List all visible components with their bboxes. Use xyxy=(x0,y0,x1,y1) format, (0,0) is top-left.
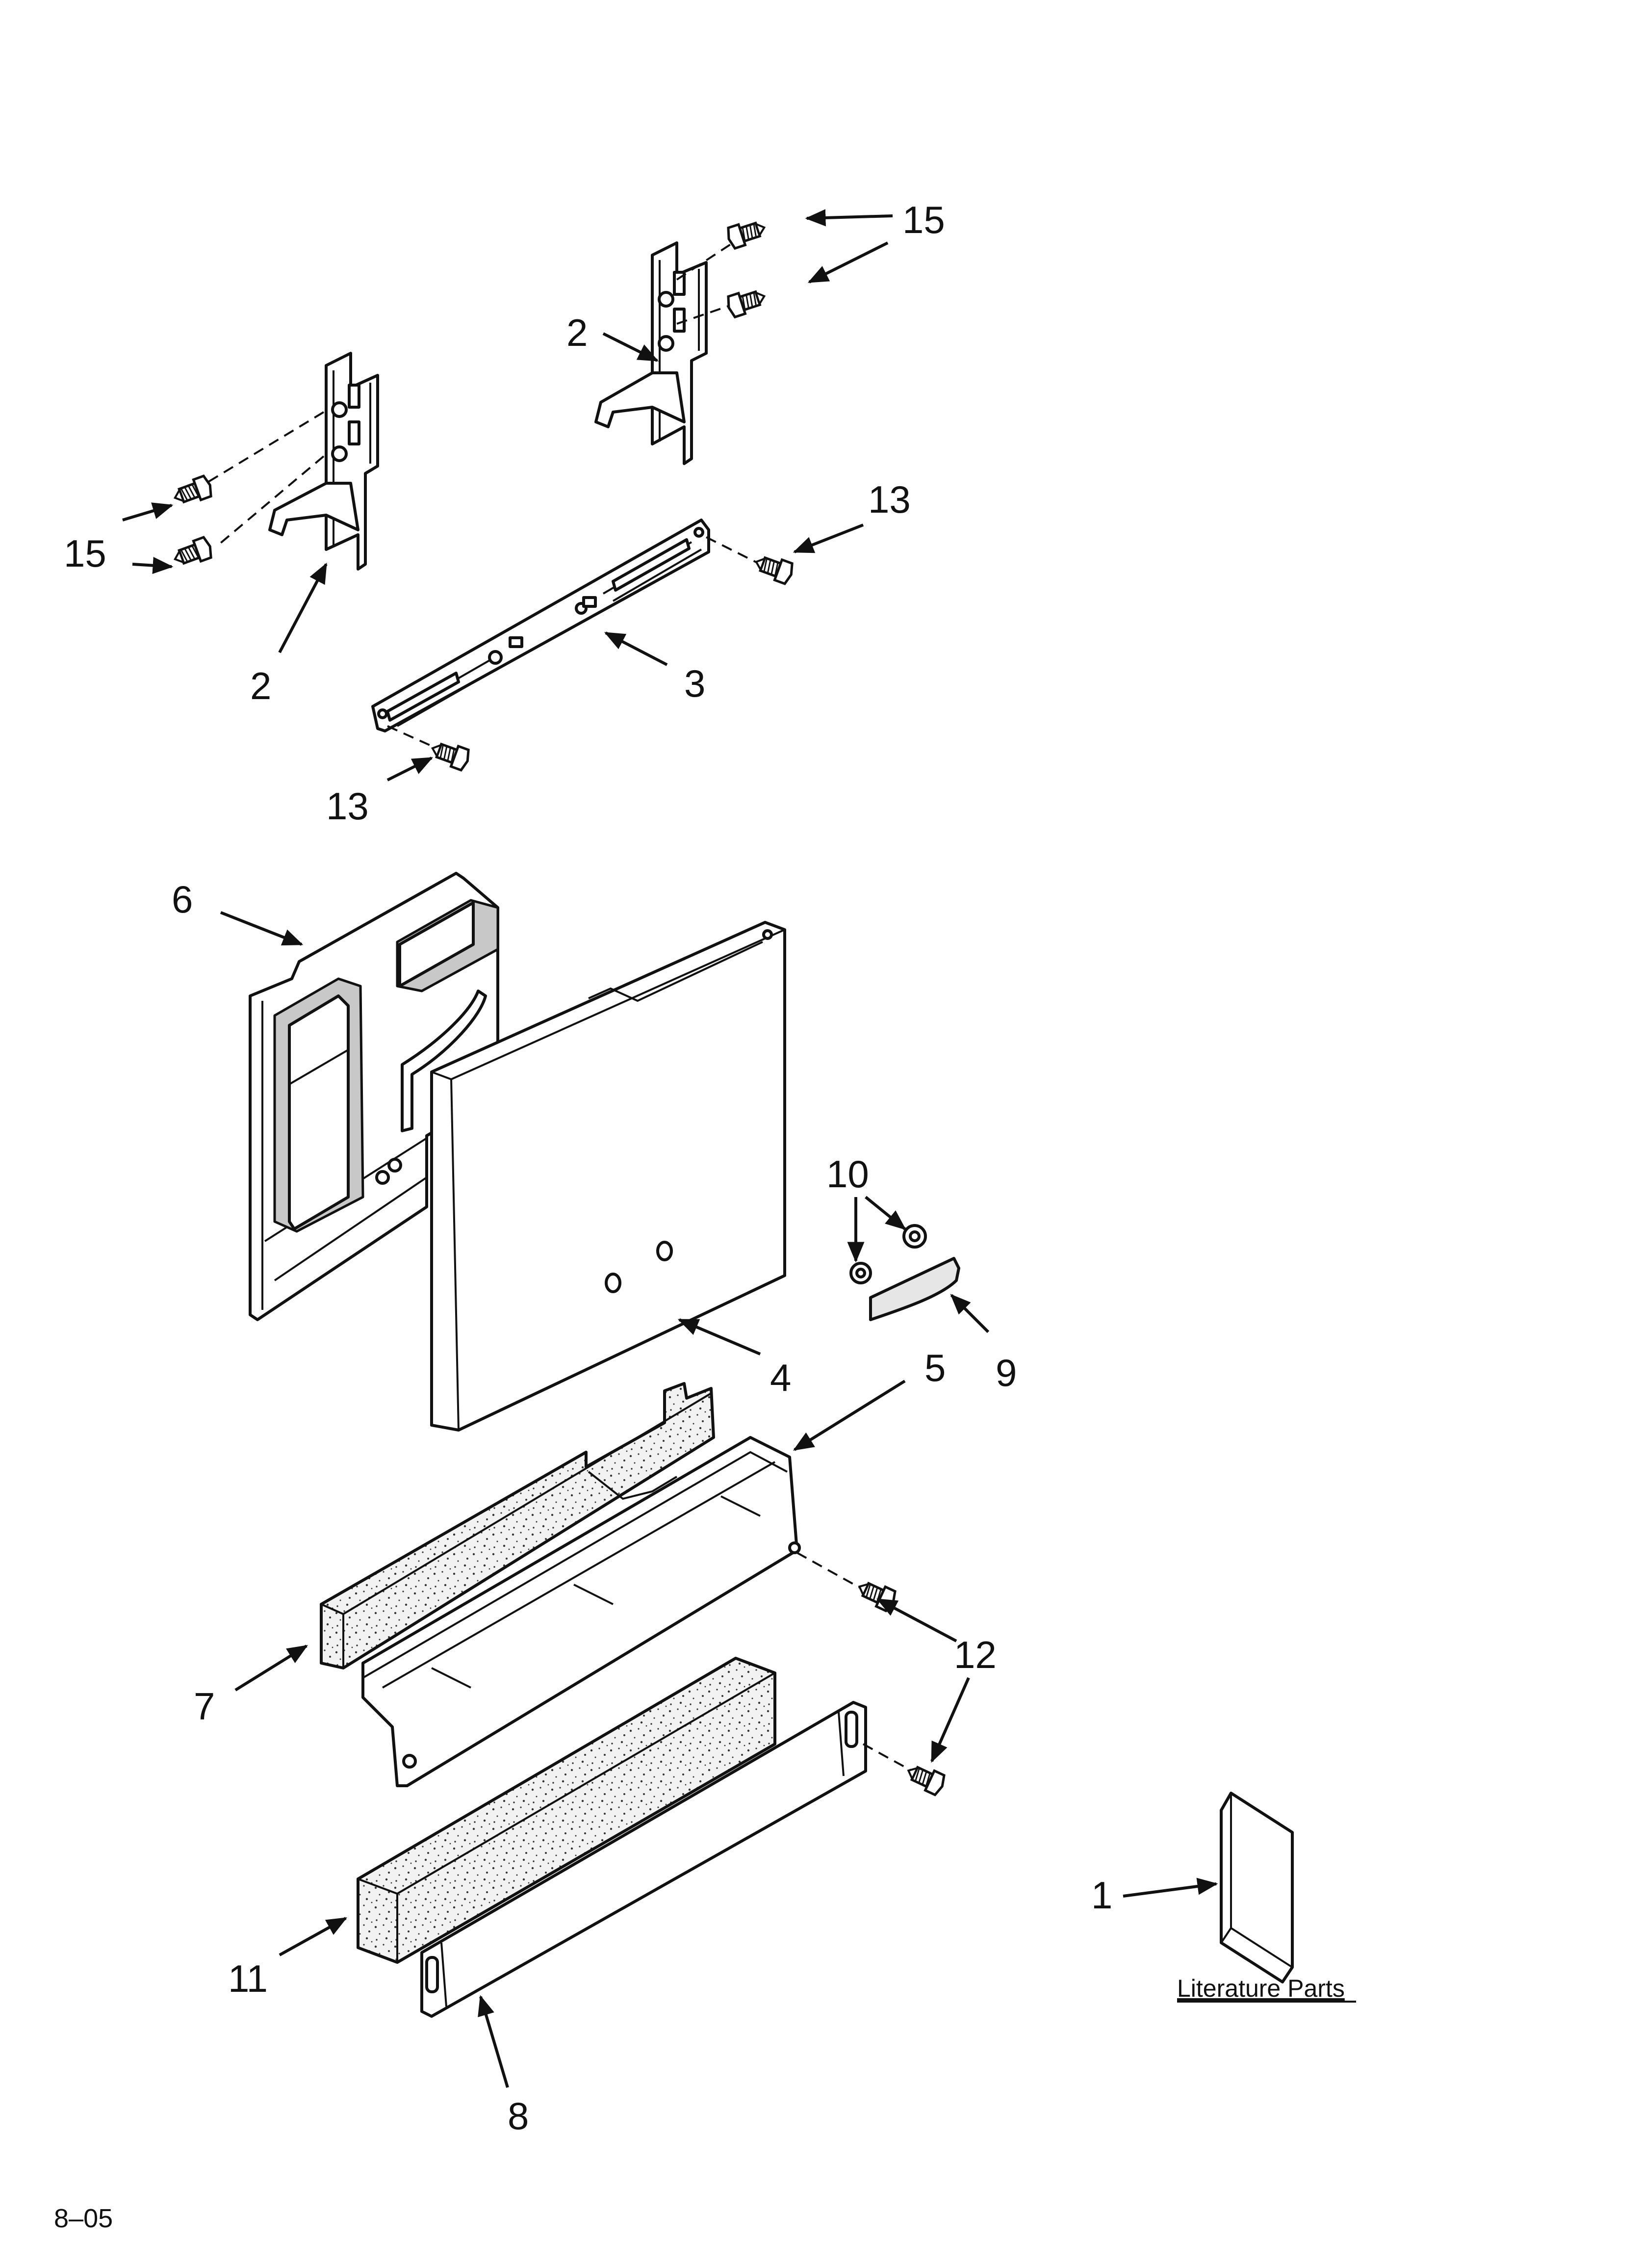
callout-15: 15 xyxy=(64,532,106,575)
screw-icon xyxy=(725,217,768,249)
screw-icon xyxy=(752,552,795,585)
footer-code: 8–05 xyxy=(54,2204,113,2233)
dash-line-rail-right xyxy=(706,536,761,565)
handle-clip xyxy=(869,1257,960,1321)
callout-12: 12 xyxy=(954,1633,997,1676)
screw-icon xyxy=(171,475,213,508)
callout-7: 7 xyxy=(194,1685,215,1728)
callout-4: 4 xyxy=(770,1356,791,1399)
dash-line-rail-left xyxy=(387,725,437,749)
leader-lines xyxy=(122,209,1218,2088)
callout-3: 3 xyxy=(684,662,705,705)
outer-door-panel xyxy=(430,921,786,1432)
screw-icon xyxy=(725,286,768,318)
callout-13: 13 xyxy=(326,784,369,828)
callout-9: 9 xyxy=(996,1351,1017,1394)
inner-door-panel xyxy=(249,872,499,1321)
nut-icon xyxy=(849,1262,872,1284)
insulation-foam-lower xyxy=(357,1657,776,1964)
screw-icon xyxy=(904,1761,947,1796)
dash-line-left xyxy=(205,411,325,548)
lower-support-bracket xyxy=(361,1436,801,1787)
nut-icon xyxy=(902,1224,927,1249)
callout-13: 13 xyxy=(868,478,911,521)
screw-icon xyxy=(171,536,213,569)
insulation-foam-upper xyxy=(320,1382,715,1669)
callout-11: 11 xyxy=(228,1957,268,2000)
literature-parts-label: Literature Parts xyxy=(1177,1975,1345,2002)
dash-line-bracket xyxy=(796,1552,864,1590)
callout-8: 8 xyxy=(508,2094,529,2138)
hinge-bracket-right xyxy=(594,241,708,465)
manual-book-icon xyxy=(1220,1792,1294,1983)
callout-15: 15 xyxy=(902,198,945,241)
callout-10: 10 xyxy=(826,1152,869,1196)
callout-1: 1 xyxy=(1091,1874,1112,1917)
toe-kick-strip xyxy=(420,1701,867,2018)
hinge-bracket-left xyxy=(268,352,379,571)
callout-2: 2 xyxy=(566,311,588,354)
mounting-rail xyxy=(371,519,710,732)
callout-5: 5 xyxy=(924,1346,946,1389)
callout-2: 2 xyxy=(250,664,271,707)
callout-6: 6 xyxy=(172,878,193,921)
dash-line-strip xyxy=(863,1743,913,1772)
screw-icon xyxy=(429,738,471,771)
